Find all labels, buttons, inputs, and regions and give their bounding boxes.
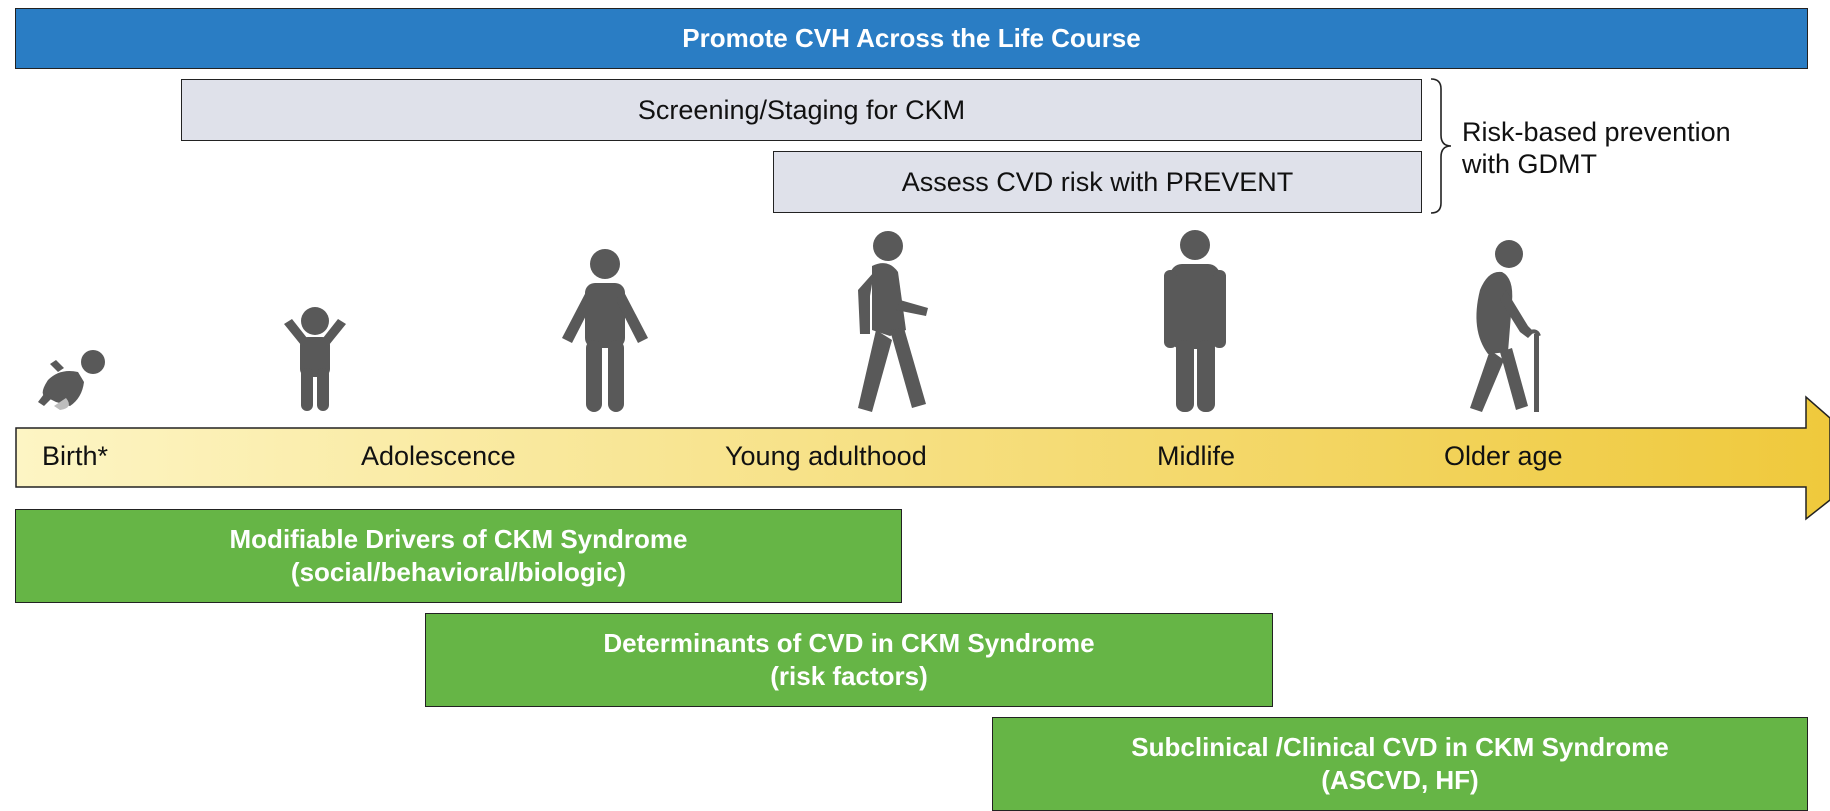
determinants-line1: Determinants of CVD in CKM Syndrome [603,628,1095,658]
determinants-line2: (risk factors) [770,661,928,691]
top-banner: Promote CVH Across the Life Course [15,8,1808,69]
stage-young-adulthood: Young adulthood [725,441,927,471]
teen-icon [562,249,648,412]
timeline-arrow [15,395,1830,521]
determinants-box: Determinants of CVD in CKM Syndrome (ris… [425,613,1273,707]
adult-icon [1164,230,1226,412]
stage-midlife: Midlife [1157,441,1236,471]
bracket-label-line2: with GDMT [1462,149,1597,179]
modifiable-drivers-box: Modifiable Drivers of CKM Syndrome (soci… [15,509,902,603]
assess-box: Assess CVD risk with PREVENT [773,151,1422,213]
walking-adult-icon [858,231,928,412]
subclinical-clinical-box: Subclinical /Clinical CVD in CKM Syndrom… [992,717,1808,811]
risk-based-prevention-label: Risk-based prevention with GDMT [1462,116,1731,180]
bracket-label-line1: Risk-based prevention [1462,117,1731,147]
child-icon [284,307,346,411]
stage-birth: Birth* [42,441,109,471]
subclinical-line2: (ASCVD, HF) [1321,765,1479,795]
screening-box: Screening/Staging for CKM [181,79,1422,141]
baby-icon [38,350,105,410]
subclinical-line1: Subclinical /Clinical CVD in CKM Syndrom… [1131,732,1669,762]
top-banner-text: Promote CVH Across the Life Course [682,23,1141,53]
modifiable-drivers-line1: Modifiable Drivers of CKM Syndrome [229,524,688,554]
elderly-with-cane-icon [1470,240,1541,412]
assess-text: Assess CVD risk with PREVENT [901,166,1294,197]
curly-bracket [1430,78,1452,214]
stage-adolescence: Adolescence [361,441,516,471]
stage-older-age: Older age [1444,441,1563,471]
modifiable-drivers-line2: (social/behavioral/biologic) [290,557,627,587]
screening-text: Screening/Staging for CKM [637,94,966,125]
